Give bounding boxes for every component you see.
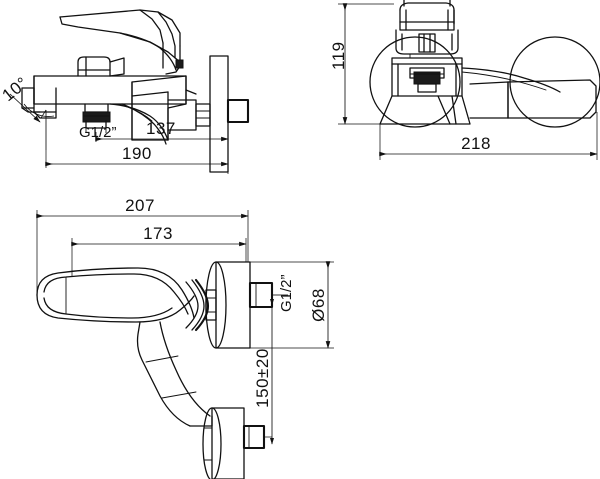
top-spout-arm — [461, 67, 597, 119]
dim-label-173: 173 — [143, 224, 173, 243]
dim-190: 190 — [45, 144, 229, 172]
side-thread-stub — [226, 98, 250, 124]
dim-173: 173 — [71, 224, 247, 276]
dim-label-119: 119 — [329, 41, 348, 70]
top-lever-handle — [395, 0, 459, 59]
top-plan-view: 119 218 — [329, 0, 600, 160]
front-lower-nipple — [242, 424, 266, 450]
side-lever-handle — [59, 9, 184, 75]
front-upper-nipple — [248, 281, 274, 309]
dim-label-g12-front: G1/2” — [278, 274, 295, 312]
dim-150-plusminus-20: 150±20 — [253, 290, 275, 445]
front-lever-handle — [36, 267, 210, 332]
dim-207: 207 — [36, 196, 249, 294]
front-spout-body — [136, 321, 213, 427]
dim-d68: Ø68 — [250, 261, 334, 349]
side-elevation-view: 10° G1/2” 137 190 — [0, 9, 250, 174]
dim-label-207: 207 — [125, 196, 155, 215]
front-upper-flange — [205, 261, 251, 349]
dim-label-d68: Ø68 — [309, 288, 328, 322]
dim-label-10-degrees: 10° — [0, 73, 32, 105]
top-left-flange-circle — [369, 36, 461, 128]
dim-label-137: 137 — [146, 119, 176, 138]
dim-label-190: 190 — [122, 144, 152, 163]
side-wall-flange — [209, 55, 229, 173]
side-cap-detail — [77, 56, 125, 77]
dim-thread-outlet-side: G1/2” — [79, 120, 117, 141]
top-body-base — [379, 95, 471, 125]
dim-119: 119 — [329, 3, 394, 125]
top-valve-body — [391, 57, 463, 97]
dim-label-218: 218 — [461, 134, 491, 153]
front-elevation-view: 207 173 G1/2” Ø68 150±20 — [36, 196, 334, 479]
front-lower-flange — [202, 407, 245, 479]
dim-137: 137 — [95, 119, 229, 174]
dim-thread-inlet-front: G1/2” — [272, 274, 295, 312]
dim-label-g12-side: G1/2” — [79, 124, 117, 141]
side-eccentric-union — [195, 103, 211, 127]
dim-218: 218 — [379, 112, 598, 160]
dim-label-150-20: 150±20 — [253, 348, 272, 408]
